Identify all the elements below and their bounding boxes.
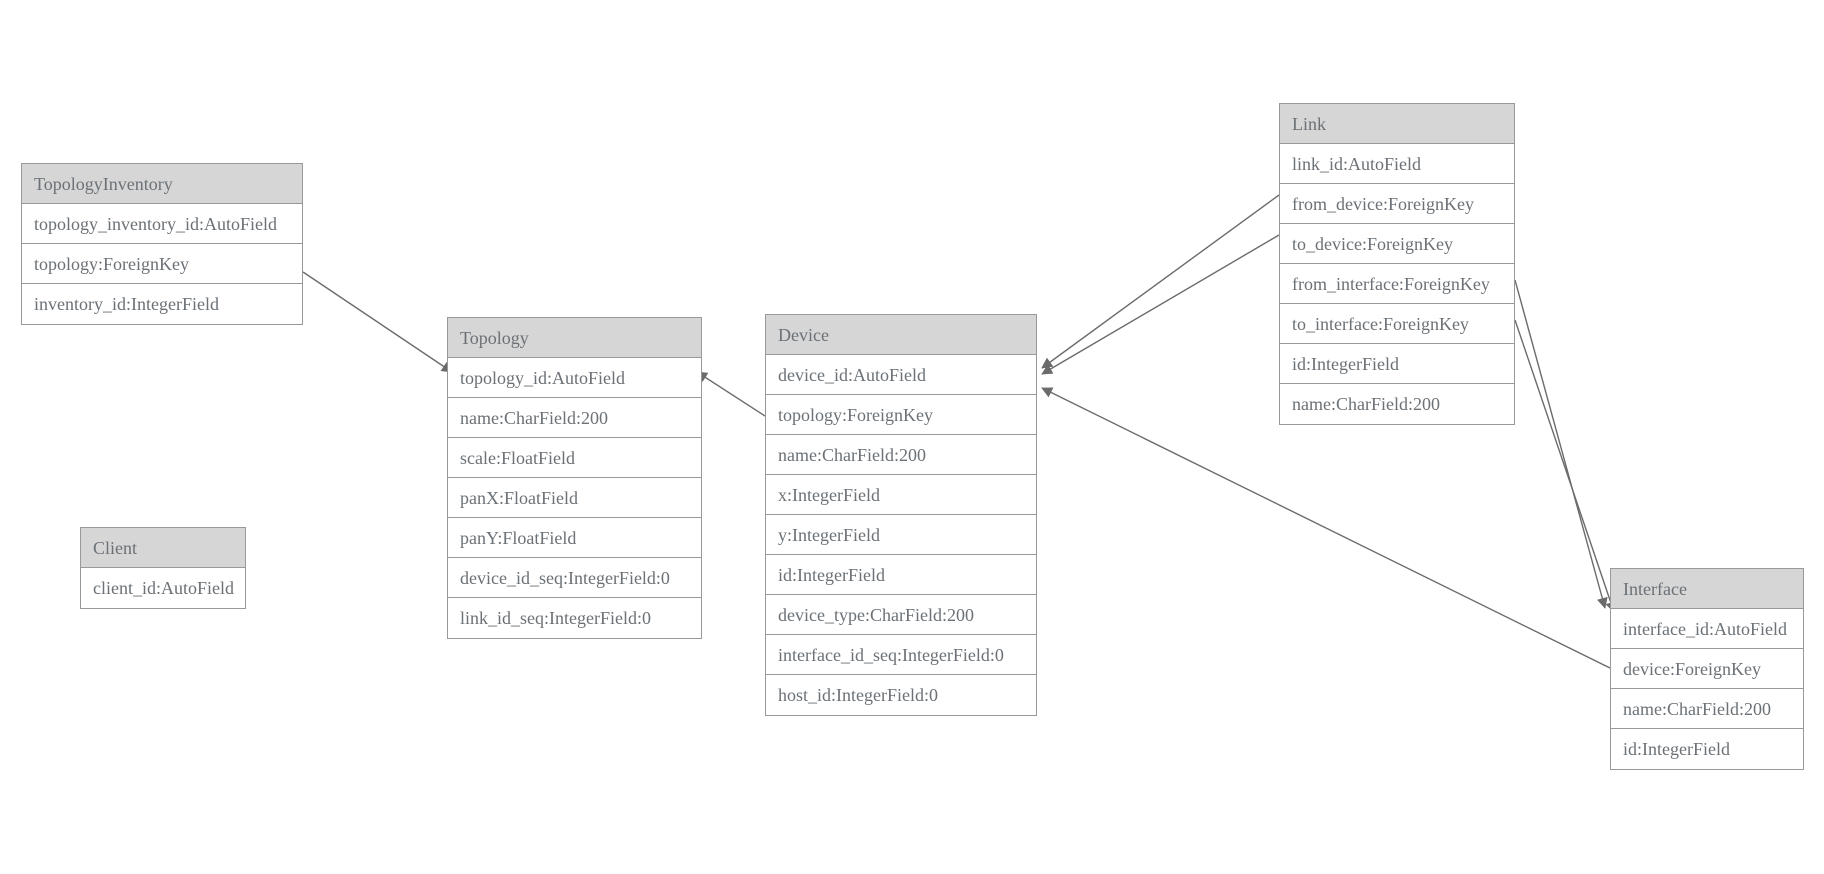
entity-field: panY:FloatField xyxy=(448,518,701,558)
entity-field: to_interface:ForeignKey xyxy=(1280,304,1514,344)
entity-field: x:IntegerField xyxy=(766,475,1036,515)
edge-link-from-interface xyxy=(1514,279,1608,609)
entity-field: device_id:AutoField xyxy=(766,355,1036,395)
edge-device-topology xyxy=(696,371,766,417)
entity-field: y:IntegerField xyxy=(766,515,1036,555)
edge-link-from-device xyxy=(1041,194,1280,369)
entity-title-topology: Topology xyxy=(448,318,701,358)
entity-field: panX:FloatField xyxy=(448,478,701,518)
entity-field: inventory_id:IntegerField xyxy=(34,294,219,314)
entity-field: scale:FloatField xyxy=(448,438,701,478)
entity-field: device:ForeignKey xyxy=(1611,649,1803,689)
entity-field: topology_inventory_id:AutoField xyxy=(22,204,302,244)
entity-title-topologyinventory: TopologyInventory xyxy=(22,164,302,204)
entity-field: interface_id:AutoField xyxy=(1611,609,1803,649)
entity-title-interface: Interface xyxy=(1611,569,1803,609)
entity-field: name:CharField:200 xyxy=(766,435,1036,475)
entity-field: link_id_seq:IntegerField:0 xyxy=(460,608,651,628)
entity-field: to_device:ForeignKey xyxy=(1280,224,1514,264)
edge-link-to-interface xyxy=(1514,319,1616,613)
entity-field: name:CharField:200 xyxy=(1292,394,1440,414)
entity-field: topology:ForeignKey xyxy=(22,244,302,284)
edge-topologyinventory-topology xyxy=(302,271,453,373)
entity-field: device_type:CharField:200 xyxy=(766,595,1036,635)
entity-field: host_id:IntegerField:0 xyxy=(778,685,938,705)
entity-field: interface_id_seq:IntegerField:0 xyxy=(766,635,1036,675)
entity-title-client: Client xyxy=(81,528,245,568)
entity-field: topology:ForeignKey xyxy=(766,395,1036,435)
entity-field: link_id:AutoField xyxy=(1280,144,1514,184)
entity-field: topology_id:AutoField xyxy=(448,358,701,398)
entity-field: id:IntegerField xyxy=(1280,344,1514,384)
entity-field: from_interface:ForeignKey xyxy=(1280,264,1514,304)
entity-field: id:IntegerField xyxy=(766,555,1036,595)
entity-title-device: Device xyxy=(766,315,1036,355)
entity-field: from_device:ForeignKey xyxy=(1280,184,1514,224)
entity-field: device_id_seq:IntegerField:0 xyxy=(448,558,701,598)
entity-field: name:CharField:200 xyxy=(1611,689,1803,729)
entity-field: name:CharField:200 xyxy=(448,398,701,438)
entity-title-link: Link xyxy=(1280,104,1514,144)
entity-field: client_id:AutoField xyxy=(93,578,234,598)
edge-link-to-device xyxy=(1041,234,1280,375)
entity-client[interactable]: Client client_id:AutoField xyxy=(80,527,246,609)
entity-field: id:IntegerField xyxy=(1623,739,1730,759)
edge-interface-device xyxy=(1041,387,1611,669)
